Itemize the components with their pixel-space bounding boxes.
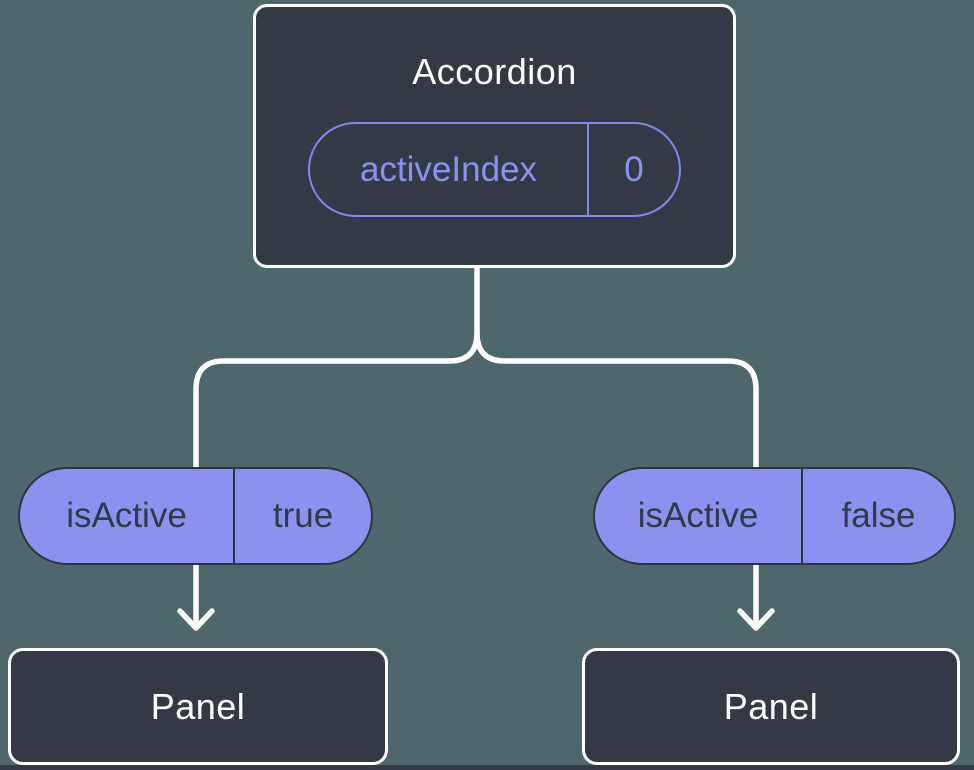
state-pill-name: activeIndex (359, 149, 538, 189)
prop-pill-isactive-false: isActive false (593, 467, 956, 565)
accordion-node-title: Accordion (412, 51, 577, 92)
branch-right-line (474, 330, 759, 472)
arrow-down-icon (177, 608, 215, 631)
panel-node-left: Panel (8, 648, 388, 765)
panel-node-title: Panel (723, 685, 819, 727)
prop-pill-name: isActive (637, 496, 759, 535)
state-pill-value: 0 (624, 149, 644, 189)
arrow-down-icon (737, 608, 775, 631)
bottom-edge-strip (0, 765, 974, 770)
prop-pill-isactive-true: isActive true (18, 467, 373, 565)
branch-left-line (193, 261, 480, 472)
panel-node-right: Panel (582, 648, 960, 765)
pill-divider (801, 469, 803, 563)
state-pill-activeindex: activeIndex 0 (308, 122, 681, 217)
prop-pill-value: false (841, 496, 916, 535)
prop-pill-value: true (272, 496, 334, 535)
prop-pill-name: isActive (66, 496, 187, 535)
pill-divider (233, 469, 235, 563)
accordion-node: Accordion activeIndex 0 (253, 4, 736, 268)
pill-divider (587, 124, 589, 215)
panel-node-title: Panel (150, 685, 246, 727)
